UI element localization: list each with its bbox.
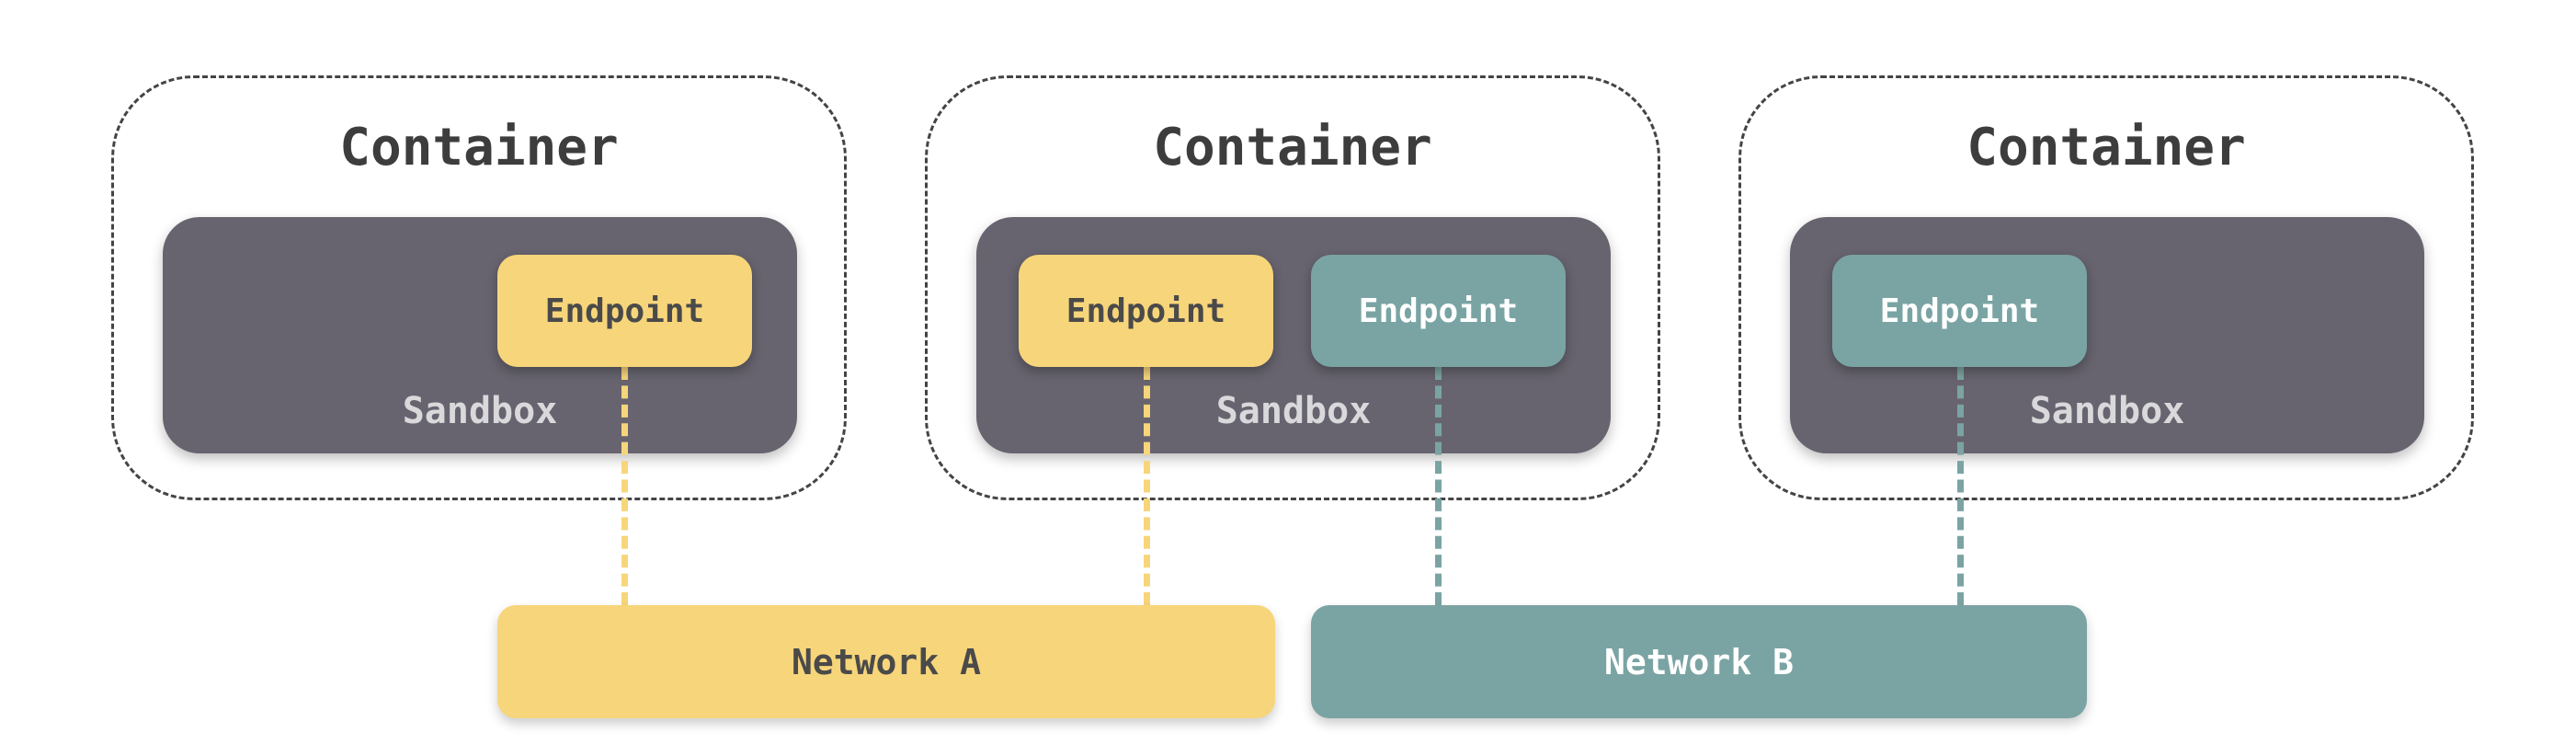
container-2 xyxy=(925,75,1660,500)
link-endpoint-3-network-b xyxy=(1957,367,1964,605)
sandbox-3-label: Sandbox xyxy=(2029,390,2185,432)
container-1 xyxy=(111,75,847,500)
link-endpoint-1-network-a xyxy=(621,367,628,605)
link-endpoint-2a-network-a xyxy=(1144,367,1150,605)
endpoint-2-network-a[interactable]: Endpoint xyxy=(1019,255,1273,367)
endpoint-1-network-a[interactable]: Endpoint xyxy=(497,255,752,367)
network-a[interactable]: Network A xyxy=(497,605,1275,718)
sandbox-2-label: Sandbox xyxy=(1215,390,1372,432)
network-b[interactable]: Network B xyxy=(1311,605,2087,718)
container-3-title: Container xyxy=(1966,118,2246,178)
sandbox-1-label: Sandbox xyxy=(402,390,558,432)
container-3 xyxy=(1738,75,2474,500)
link-endpoint-2b-network-b xyxy=(1435,367,1442,605)
endpoint-3-network-b[interactable]: Endpoint xyxy=(1832,255,2087,367)
container-2-title: Container xyxy=(1153,118,1432,178)
container-1-title: Container xyxy=(339,118,619,178)
endpoint-2-network-b[interactable]: Endpoint xyxy=(1311,255,1566,367)
